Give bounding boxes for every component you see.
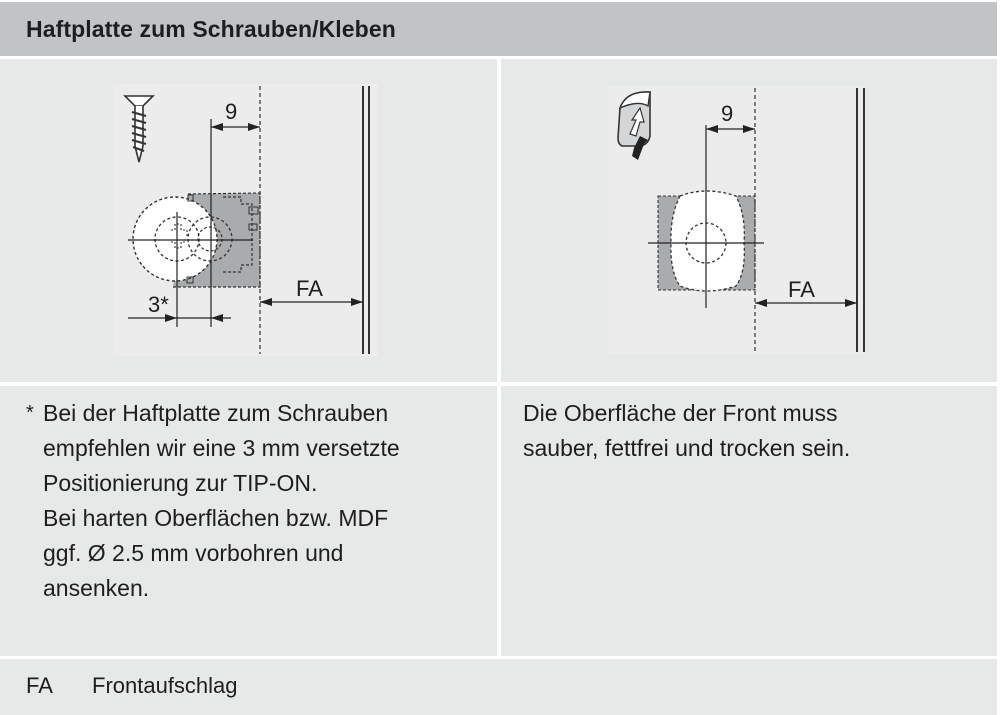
legend-description: Frontaufschlag <box>92 673 238 698</box>
screw-mounting-drawing: 9 3* FA <box>113 84 378 361</box>
adhesive-mounting-drawing: 9 FA <box>608 86 866 359</box>
note-line: Bei harten Oberflächen bzw. MDF <box>43 505 389 531</box>
note-line: Positionierung zur TIP-ON. <box>43 470 318 496</box>
dimension-9-label: 9 <box>225 99 237 124</box>
note-line: ansenken. <box>43 575 150 601</box>
screw-icon <box>123 95 155 163</box>
note-line: ggf. Ø 2.5 mm vorbohren und <box>43 540 344 566</box>
adhesive-note: Die Oberfläche der Front muss sauber, fe… <box>523 396 850 466</box>
adhesive-icon <box>617 91 651 160</box>
dimension-9-label: 9 <box>721 101 733 126</box>
note-line: Bei der Haftplatte zum Schrauben <box>43 400 389 426</box>
dimension-fa-label: FA <box>296 276 323 301</box>
note-cell-screw <box>0 386 497 656</box>
note-line: sauber, fettfrei und trocken sein. <box>523 435 851 461</box>
note-line: empfehlen wir eine 3 mm versetzte <box>43 435 400 461</box>
footnote-marker: * <box>26 402 34 424</box>
table-header: Haftplatte zum Schrauben/Kleben <box>0 2 997 56</box>
note-cell-adhesive <box>501 386 997 656</box>
legend-row: FA Frontaufschlag <box>0 659 997 715</box>
screw-note: * Bei der Haftplatte zum Schrauben empfe… <box>26 396 400 606</box>
note-line: Die Oberfläche der Front muss <box>523 400 838 426</box>
dimension-fa-label: FA <box>788 277 815 302</box>
page-title: Haftplatte zum Schrauben/Kleben <box>26 16 396 42</box>
dimension-3-offset-label: 3* <box>148 292 169 317</box>
legend-abbreviation: FA <box>26 673 53 698</box>
